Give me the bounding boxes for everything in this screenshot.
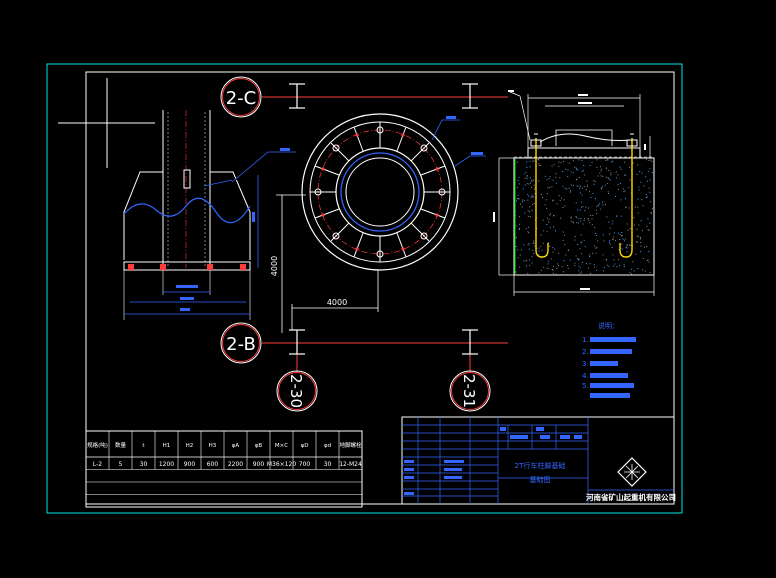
foundation-section — [513, 129, 655, 276]
table-cell: 600 — [207, 461, 219, 468]
foundation-dim-ticks — [493, 90, 646, 290]
table-cell: 5 — [119, 461, 123, 468]
company-logo-icon — [617, 457, 647, 487]
note-item-5: 5. — [582, 382, 589, 390]
column-base-dim-ticks — [176, 148, 290, 311]
table-cell: 1200 — [159, 461, 174, 468]
outer-frame — [46, 63, 683, 514]
grid-label-col-left: 2-30 — [287, 374, 305, 408]
dimension-vertical-label: 4000 — [270, 256, 279, 276]
dimension-vertical — [276, 194, 306, 333]
concrete-speckle — [514, 159, 653, 275]
table-header-cell: M×C — [275, 443, 288, 449]
column-symbol-top-left — [289, 83, 305, 109]
drawing-subtitle: 基础图 — [530, 475, 551, 484]
table-header-cell: H1 — [163, 443, 171, 449]
grid-axes — [262, 96, 508, 372]
table-header-cell: φD — [301, 443, 309, 449]
table-header-cell: H3 — [209, 443, 217, 449]
grid-label-top: 2-C — [226, 88, 257, 109]
table-header-cell: H2 — [186, 443, 194, 449]
drawing-title: 2T行车柱脚基础 — [515, 461, 566, 470]
drawing-notes: 说明： 1. 2. 3. 4. 5. — [582, 321, 636, 398]
grid-bubble-bottom: 2-B — [220, 322, 262, 364]
table-cell: 30 — [140, 461, 148, 468]
grid-label-col-right: 2-31 — [460, 374, 478, 408]
table-header-cell: 数量 — [115, 441, 127, 449]
flange-plan — [301, 113, 486, 271]
table-cell: 30 — [324, 461, 332, 468]
note-item-1: 1. — [582, 336, 589, 344]
table-cell: 900 — [184, 461, 196, 468]
table-header-cell: φB — [255, 443, 263, 449]
title-block: 2T行车柱脚基础 基础图 河南省矿山起重机有限公司 — [401, 416, 676, 505]
column-base-elevation — [123, 110, 251, 320]
table-header-cell: φA — [232, 443, 240, 449]
grid-bubble-top: 2-C — [220, 76, 262, 118]
company-name: 河南省矿山起重机有限公司 — [586, 492, 676, 502]
notes-heading: 说明： — [598, 321, 619, 330]
grid-bubble-col-left: 2-30 — [276, 370, 318, 412]
dimension-horizontal — [291, 270, 379, 330]
table-cell: 12-M24 — [339, 461, 362, 468]
table-cell: 900 — [253, 461, 265, 468]
column-base-dimensions — [124, 151, 296, 315]
foundation-dimensions — [498, 91, 655, 296]
table-header-cell: φd — [324, 443, 331, 449]
param-table: 规格(吨) 数量 t H1 H2 H3 φA φB M×C φD φd 地脚螺栓 L-2 5 30 1200 9… — [85, 430, 363, 508]
grid-label-bottom: 2-B — [226, 334, 256, 355]
table-header-cell: 规格(吨) — [87, 441, 108, 449]
dimension-horizontal-label: 4000 — [327, 298, 347, 307]
note-item-2: 2. — [582, 348, 589, 356]
column-symbol-bottom-left — [289, 329, 305, 355]
table-cell: 700 — [299, 461, 311, 468]
table-cell: L-2 — [93, 461, 102, 468]
column-symbol-bottom-right — [462, 329, 478, 355]
column-symbol-top-right — [462, 83, 478, 109]
grid-bubble-col-right: 2-31 — [449, 370, 491, 412]
table-header-cell: t — [142, 443, 145, 449]
note-item-3: 3. — [582, 360, 589, 368]
table-cell: 2200 — [228, 461, 243, 468]
table-cell: M36×120 — [267, 461, 296, 468]
table-header-cell: 地脚螺栓 — [339, 441, 362, 449]
inner-frame — [85, 71, 675, 505]
crosshair-cursor — [58, 78, 155, 168]
note-item-4: 4. — [582, 372, 589, 380]
